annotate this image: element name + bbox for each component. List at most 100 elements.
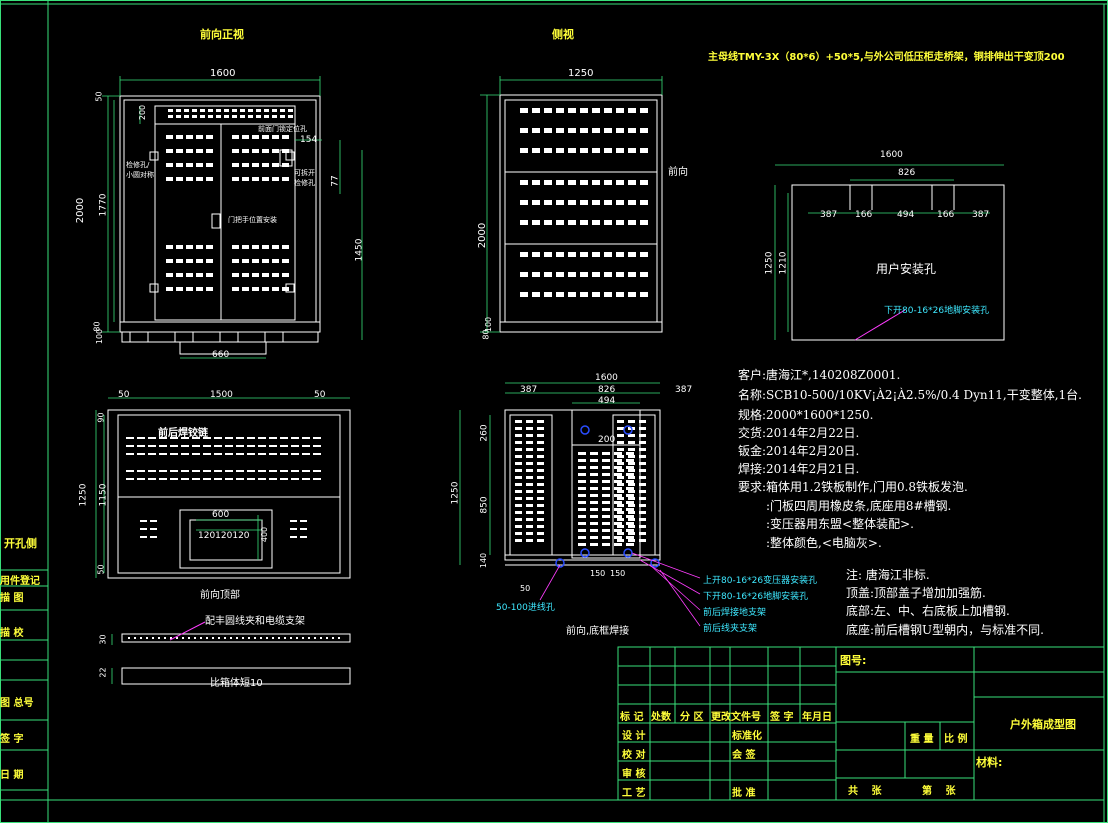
vent-slat	[556, 252, 564, 257]
spec-customer: 客户:唐海江*,140208Z0001.	[738, 368, 901, 382]
vent-slat	[272, 259, 279, 263]
vent-slat	[258, 453, 266, 455]
vent-slat	[604, 292, 612, 297]
vent-slat	[313, 470, 321, 472]
vent-slat	[628, 455, 635, 458]
vent-slat	[526, 441, 533, 444]
margin-drawing-no: 图 总号	[0, 698, 34, 709]
plan-top-view	[791, 184, 1005, 341]
vent-slat	[628, 490, 635, 493]
vent-slat	[526, 427, 533, 430]
spec-req4: :整体颜色,<电脑灰>.	[766, 536, 882, 550]
vent-slat	[592, 292, 600, 297]
vent-slat	[532, 108, 540, 113]
vent-slat	[166, 287, 173, 291]
top-d600: 600	[212, 510, 230, 520]
vent-slat	[137, 437, 145, 439]
vent-slat	[236, 478, 244, 480]
vent-slat	[148, 453, 156, 455]
vent-slat	[617, 483, 624, 486]
vent-slat	[196, 163, 203, 167]
vent-slat	[290, 536, 297, 538]
vent-slat	[592, 180, 600, 185]
vent-slat	[640, 292, 648, 297]
vent-slat	[282, 135, 289, 139]
vent-slat	[232, 163, 239, 167]
front-dim-width: 1600	[210, 68, 236, 79]
bottom-s494: 494	[598, 396, 616, 406]
vent-slat	[628, 525, 635, 528]
vent-slat	[236, 470, 244, 472]
vent-slat	[282, 259, 289, 263]
vent-slat	[568, 200, 576, 205]
vent-slat	[640, 272, 648, 277]
vent-slat	[580, 272, 588, 277]
vent-slat	[203, 478, 211, 480]
vent-slat	[602, 480, 610, 483]
vent-slat	[214, 478, 222, 480]
note-4: 底座:前后槽钢U型朝内，与标准不同.	[846, 623, 1044, 637]
vent-slat	[537, 504, 544, 507]
vent-slat	[159, 470, 167, 472]
vent-slat	[159, 478, 167, 480]
side-dim-80: 80	[481, 329, 491, 340]
vent-slat	[247, 478, 255, 480]
bottom-h140: 140	[479, 552, 489, 569]
top-d50a: 50	[118, 390, 130, 400]
vent-slat	[639, 539, 646, 542]
vent-slat	[232, 135, 239, 139]
vent-slat	[236, 445, 244, 447]
vent-slat	[604, 252, 612, 257]
vent-slat	[181, 437, 189, 439]
vent-slat	[639, 518, 646, 521]
vent-slat	[578, 452, 586, 455]
vent-slat	[280, 437, 288, 439]
vent-slat	[626, 480, 634, 483]
vent-slat	[225, 437, 233, 439]
vent-slat	[604, 180, 612, 185]
vent-slat	[626, 543, 634, 546]
vent-slat	[520, 252, 528, 257]
vent-slat	[264, 115, 269, 118]
vent-slat	[617, 420, 624, 423]
vent-slat	[258, 470, 266, 472]
vent-slat	[520, 180, 528, 185]
vent-slat	[150, 520, 157, 522]
vent-slat	[290, 637, 292, 639]
vent-slat	[590, 536, 598, 539]
spec-req2: :门板四周用橡皮条,底座用8#槽钢.	[766, 499, 952, 513]
vent-slat	[628, 420, 635, 423]
vent-slat	[520, 200, 528, 205]
vent-slat	[628, 511, 635, 514]
vent-slat	[537, 462, 544, 465]
vent-slat	[544, 108, 552, 113]
vent-slat	[537, 427, 544, 430]
vent-slat	[159, 453, 167, 455]
vent-slat	[252, 273, 259, 277]
vent-slat	[247, 470, 255, 472]
vent-slat	[532, 292, 540, 297]
vent-slat	[260, 637, 262, 639]
vent-slat	[284, 637, 286, 639]
vent-slat	[186, 177, 193, 181]
vent-slat	[526, 504, 533, 507]
vent-slat	[515, 518, 522, 521]
vent-slat	[232, 259, 239, 263]
vent-slat	[168, 109, 173, 112]
vent-slat	[126, 437, 134, 439]
vent-slat	[313, 445, 321, 447]
vent-slat	[580, 128, 588, 133]
vent-slat	[614, 480, 622, 483]
vent-slat	[186, 135, 193, 139]
vent-slat	[628, 504, 635, 507]
side-label-front: 前向	[668, 167, 688, 178]
vent-slat	[614, 473, 622, 476]
vent-slat	[578, 473, 586, 476]
vent-slat	[604, 200, 612, 205]
vent-slat	[515, 497, 522, 500]
vent-slat	[537, 539, 544, 542]
vent-slat	[176, 109, 181, 112]
bottom-d150b: 150	[610, 569, 626, 578]
vent-slat	[166, 273, 173, 277]
vent-slat	[184, 109, 189, 112]
